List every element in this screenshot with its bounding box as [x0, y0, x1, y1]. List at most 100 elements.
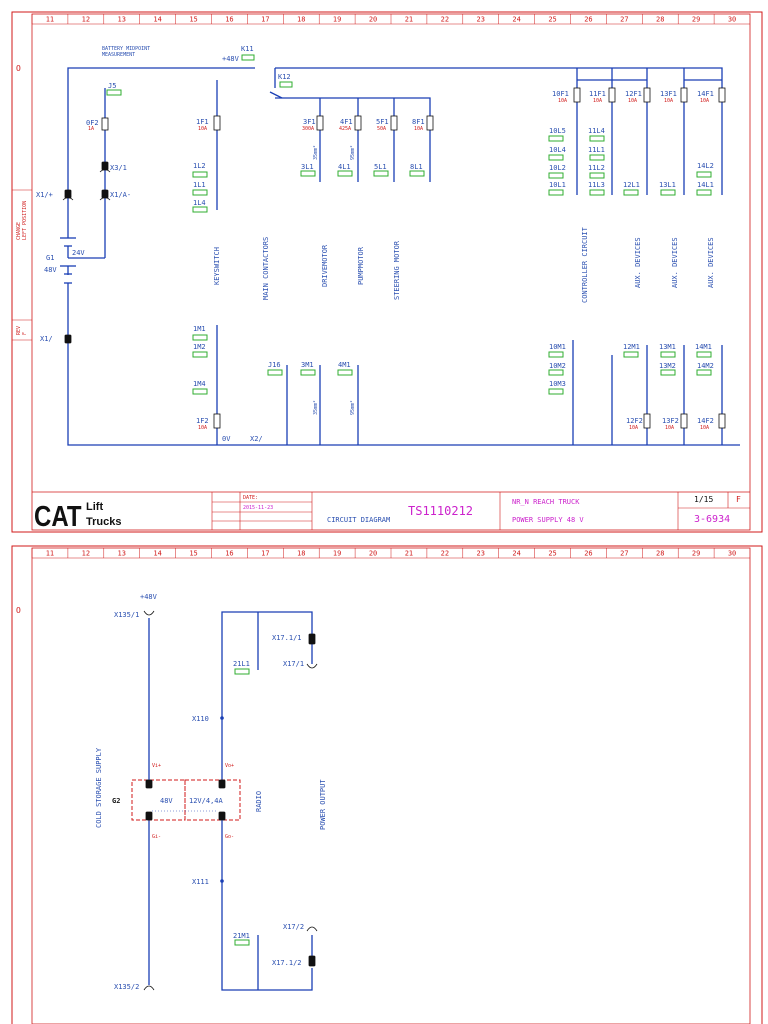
- column-number: 25: [548, 550, 556, 558]
- svg-text:X1/+: X1/+: [36, 191, 53, 199]
- column-number: 17: [261, 16, 269, 24]
- svg-text:3F1: 3F1: [303, 118, 316, 126]
- section-radio: RADIO: [255, 791, 263, 812]
- sheet-1-side-rev: REV F: [16, 326, 28, 335]
- section-aux-devices-2: AUX. DEVICES: [671, 237, 679, 288]
- svg-text:X1/A-: X1/A-: [110, 191, 131, 199]
- svg-text:11L3: 11L3: [588, 181, 605, 189]
- svg-text:G1: G1: [46, 254, 54, 262]
- svg-text:11F1: 11F1: [589, 90, 606, 98]
- svg-text:48V: 48V: [160, 797, 173, 805]
- sheet-2-wiring: [148, 611, 313, 991]
- column-number: 27: [620, 16, 628, 24]
- svg-text:12V/4,4A: 12V/4,4A: [189, 797, 224, 805]
- column-number: 28: [656, 550, 664, 558]
- svg-text:J5: J5: [108, 82, 116, 90]
- svg-text:14L1: 14L1: [697, 181, 714, 189]
- svg-text:95mm²: 95mm²: [350, 400, 356, 415]
- svg-text:Trucks: Trucks: [86, 516, 121, 528]
- svg-text:K12: K12: [278, 73, 291, 81]
- svg-text:10A: 10A: [198, 425, 207, 431]
- column-number: 25: [548, 16, 556, 24]
- svg-text:J16: J16: [268, 361, 281, 369]
- svg-text:X135/2: X135/2: [114, 983, 139, 991]
- svg-text:35mm²: 35mm²: [313, 400, 319, 415]
- column-number: 11: [46, 550, 54, 558]
- fuse-8F1: [426, 115, 434, 131]
- svg-text:14L2: 14L2: [697, 162, 714, 170]
- column-number: 30: [728, 16, 736, 24]
- section-main-contactors: MAIN CONTACTORS: [262, 237, 270, 300]
- svg-text:X110: X110: [192, 715, 209, 723]
- svg-text:Lift: Lift: [86, 501, 103, 513]
- svg-text:10A: 10A: [665, 425, 674, 431]
- battery-g1-symbol: [60, 237, 76, 284]
- battery-midpoint-note: BATTERY MIDPOINT: [102, 46, 150, 52]
- svg-text:13M2: 13M2: [659, 362, 676, 370]
- svg-text:21L1: 21L1: [233, 660, 250, 668]
- svg-text:21M1: 21M1: [233, 932, 250, 940]
- fuse-12F1: [643, 87, 651, 103]
- svg-text:1A: 1A: [88, 126, 94, 132]
- cat-logo: CAT Lift Trucks: [34, 500, 121, 533]
- part-number: 3-6934: [694, 514, 730, 525]
- section-pumpmotor: PUMPMOTOR: [357, 246, 365, 285]
- section-controller-circuit: CONTROLLER CIRCUIT: [581, 226, 589, 303]
- column-number: 16: [225, 16, 233, 24]
- svg-text:24V: 24V: [72, 249, 85, 257]
- fuse-4F1: [354, 115, 362, 131]
- svg-text:48V: 48V: [44, 266, 57, 274]
- column-number: 15: [189, 16, 197, 24]
- fuse-14F2: [718, 413, 726, 429]
- fuse-1F2: [213, 413, 221, 429]
- section-steering-motor: STEERING MOTOR: [393, 240, 401, 300]
- svg-text:4F1: 4F1: [340, 118, 353, 126]
- labels-sheet-2: +48V X135/1 X135/2 G2 Vi+ Gi- Vo+ Go- 48…: [112, 593, 304, 991]
- sheet-2-inner-frame: [31, 547, 751, 1024]
- column-number: 29: [692, 550, 700, 558]
- sheet-2-side-letter: O: [16, 606, 21, 615]
- column-number: 14: [153, 16, 161, 24]
- svg-text:X17/1: X17/1: [283, 660, 304, 668]
- svg-text:5F1: 5F1: [376, 118, 389, 126]
- svg-text:50A: 50A: [377, 126, 386, 132]
- wire-size-labels: 35mm² 95mm² 35mm² 95mm²: [313, 145, 356, 415]
- column-number: 28: [656, 16, 664, 24]
- svg-text:F: F: [22, 332, 28, 335]
- sheet-2-outer-frame: [11, 545, 763, 1024]
- supply-48v-label-2: +48V: [140, 593, 158, 601]
- svg-text:5L1: 5L1: [374, 163, 387, 171]
- svg-text:X111: X111: [192, 878, 209, 886]
- column-number: 19: [333, 16, 341, 24]
- svg-text:4L1: 4L1: [338, 163, 351, 171]
- column-number: 19: [333, 550, 341, 558]
- svg-text:35mm²: 35mm²: [313, 145, 319, 160]
- svg-text:1M4: 1M4: [193, 380, 206, 388]
- model-name: NR_N REACH TRUCK: [512, 498, 580, 506]
- fuse-10F1: [573, 87, 581, 103]
- component-tags-sheet-1: [106, 54, 712, 395]
- svg-text:3L1: 3L1: [301, 163, 314, 171]
- section-power-output: POWER OUTPUT: [319, 779, 327, 830]
- dc-dc-converter-g2: [131, 779, 241, 821]
- section-titles-sheet-1: KEYSWITCH MAIN CONTACTORS DRIVEMOTOR PUM…: [213, 226, 715, 303]
- sheet-1-outer-frame: [11, 11, 763, 533]
- svg-text:3M1: 3M1: [301, 361, 314, 369]
- svg-text:10A: 10A: [198, 126, 207, 132]
- svg-text:CHANGE: CHANGE: [16, 222, 22, 240]
- svg-text:10L1: 10L1: [549, 181, 566, 189]
- fuse-5F1: [390, 115, 398, 131]
- page-number: 1/15: [694, 495, 713, 504]
- svg-text:X1/: X1/: [40, 335, 53, 343]
- date-value: 2015-11-23: [243, 505, 273, 511]
- svg-text:10A: 10A: [628, 98, 637, 104]
- fuse-13F1: [680, 87, 688, 103]
- component-tags-sheet-2: [234, 668, 250, 946]
- fuse-13F2: [680, 413, 688, 429]
- svg-text:1M2: 1M2: [193, 343, 206, 351]
- fuse-1F1: [213, 115, 221, 131]
- svg-text:10M2: 10M2: [549, 362, 566, 370]
- svg-text:11L4: 11L4: [588, 127, 605, 135]
